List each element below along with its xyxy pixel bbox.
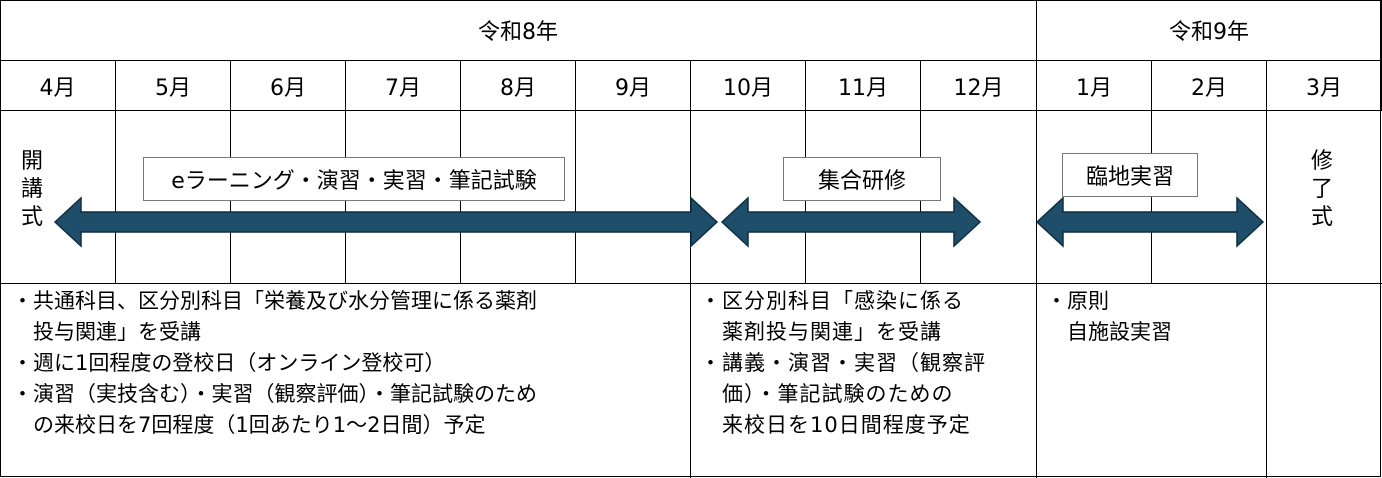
- year-label: 令和8年: [478, 20, 558, 45]
- month-header: 9月: [576, 61, 691, 111]
- arrow-elearning: [53, 196, 719, 248]
- month-label: 2月: [1191, 75, 1227, 101]
- phase2-notes: ・区分別科目「感染に係る 薬剤投与関連」を受講 ・講義・演習・実習（観察評 価）…: [700, 286, 986, 441]
- month-label: 3月: [1306, 75, 1342, 101]
- month-header: 10月: [691, 61, 806, 111]
- phase-label-text: eラーニング・演習・実習・筆記試験: [171, 169, 537, 194]
- phase-label-clinical-practice: 臨地実習: [1062, 153, 1198, 197]
- completion-ceremony-label: 修 了 式: [1307, 148, 1337, 232]
- phase-divider: [1266, 111, 1267, 478]
- note-line: ・区分別科目「感染に係る: [700, 289, 964, 313]
- month-header: 8月: [461, 61, 576, 111]
- month-label: 5月: [155, 75, 191, 101]
- note-line: ・講義・演習・実習（観察評: [700, 351, 986, 375]
- month-header: 5月: [116, 61, 231, 111]
- opening-ceremony-char: 開: [20, 149, 43, 174]
- note-line: 薬剤投与関連」を受講: [700, 320, 942, 344]
- note-line: 投与関連」を受講: [12, 320, 201, 344]
- month-label: 1月: [1076, 75, 1112, 101]
- month-divider: [115, 111, 116, 283]
- month-divider: [575, 111, 576, 283]
- month-header: 1月: [1037, 61, 1152, 111]
- month-label: 7月: [385, 75, 421, 101]
- note-line: 来校日を10日間程度予定: [700, 413, 971, 437]
- month-header: 7月: [346, 61, 461, 111]
- note-line: 自施設実習: [1046, 320, 1172, 344]
- phase-label-text: 臨地実習: [1085, 165, 1174, 190]
- phase-label-text: 集合研修: [817, 169, 906, 194]
- opening-ceremony-char: 式: [20, 205, 43, 230]
- year-header-r9: 令和9年: [1037, 0, 1382, 61]
- note-line: ・週に1回程度の登校日（オンライン登校可）: [12, 351, 446, 375]
- arrow-group-training: [720, 196, 982, 248]
- note-line: 価）・筆記試験のための: [700, 382, 954, 406]
- phase-label-elearning: eラーニング・演習・実習・筆記試験: [143, 157, 565, 201]
- month-header: 2月: [1152, 61, 1267, 111]
- row-divider: [0, 283, 1382, 284]
- note-line: ・共通科目、区分別科目「栄養及び水分管理に係る薬剤: [12, 289, 537, 313]
- note-line: ・原則: [1046, 289, 1109, 313]
- completion-ceremony-char: 式: [1310, 205, 1333, 230]
- opening-ceremony-label: 開 講 式: [17, 148, 47, 232]
- note-line: ・演習（実技含む）・実習（観察評価）・筆記試験のため: [12, 382, 537, 406]
- phase3-notes: ・原則 自施設実習: [1046, 286, 1172, 348]
- year-header-r8: 令和8年: [0, 0, 1037, 61]
- month-label: 8月: [500, 75, 536, 101]
- phase-label-group-training: 集合研修: [783, 157, 941, 201]
- month-divider: [1151, 111, 1152, 283]
- month-header: 6月: [231, 61, 346, 111]
- month-label: 10月: [723, 75, 773, 101]
- phase-divider: [690, 111, 691, 478]
- opening-ceremony-char: 講: [20, 177, 43, 202]
- month-label: 4月: [39, 75, 76, 101]
- phase-divider: [1036, 111, 1037, 478]
- month-label: 6月: [270, 75, 306, 101]
- completion-ceremony-char: 了: [1310, 177, 1333, 202]
- year-label: 令和9年: [1169, 20, 1249, 45]
- arrow-clinical-practice: [1035, 196, 1265, 248]
- month-header: 4月: [0, 61, 116, 111]
- note-line: の来校日を7回程度（1回あたり1～2日間）予定: [12, 413, 486, 437]
- phase1-notes: ・共通科目、区分別科目「栄養及び水分管理に係る薬剤 投与関連」を受講 ・週に1回…: [12, 286, 537, 441]
- month-header: 11月: [806, 61, 921, 111]
- month-label: 11月: [838, 75, 888, 101]
- month-label: 9月: [615, 75, 651, 101]
- month-label: 12月: [953, 75, 1004, 101]
- month-header: 12月: [921, 61, 1037, 111]
- completion-ceremony-char: 修: [1310, 149, 1333, 174]
